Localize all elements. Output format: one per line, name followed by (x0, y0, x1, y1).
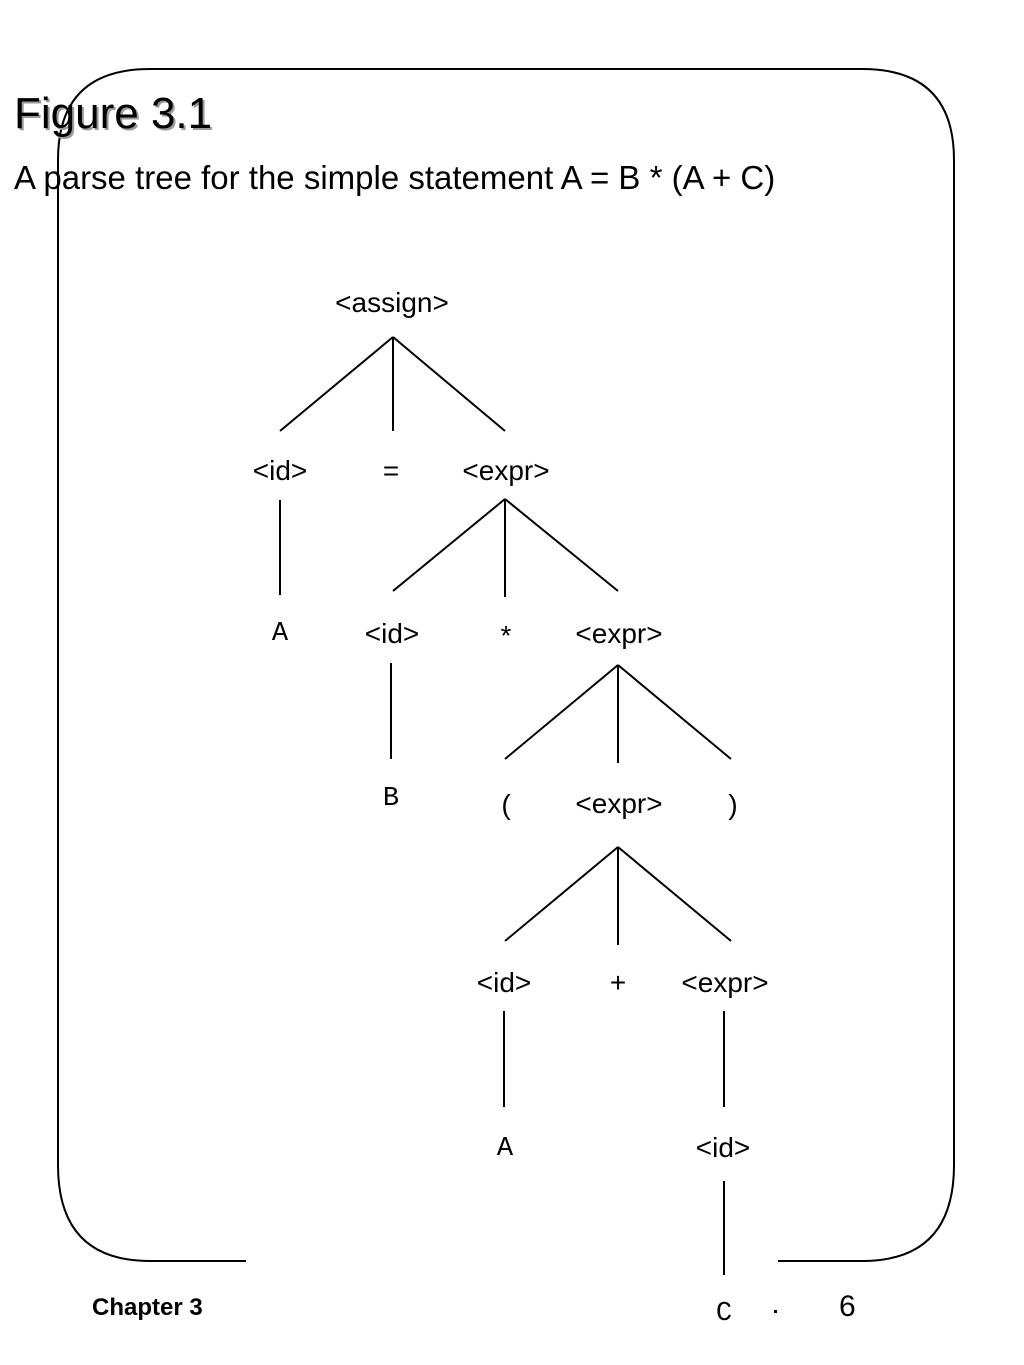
node-terminal-B: B (383, 784, 399, 814)
node-star: * (501, 620, 512, 651)
node-assign: <assign> (335, 287, 449, 318)
edge-assign-expr (392, 336, 506, 432)
node-terminal-A: A (272, 619, 289, 649)
node-lparen: ( (501, 789, 511, 820)
edge-expr-lparen (504, 664, 619, 760)
node-id: <id> (477, 967, 532, 998)
node-equals: = (383, 455, 399, 486)
footer-dot (774, 1310, 777, 1313)
edge-expr-id (392, 498, 506, 592)
edge-expr-expr (504, 498, 619, 592)
node-expr: <expr> (575, 618, 662, 649)
node-plus: + (610, 967, 626, 998)
node-terminal-A: A (497, 1134, 514, 1164)
node-id: <id> (253, 455, 308, 486)
page-number: 6 (839, 1290, 856, 1323)
edge-expr-rparen (617, 664, 732, 760)
figure-caption: A parse tree for the simple statement A … (14, 159, 776, 196)
node-rparen: ) (728, 789, 737, 820)
footer-chapter-label: Chapter 3 (92, 1294, 203, 1321)
node-id: <id> (696, 1132, 751, 1163)
edge-expr-id-inner (504, 846, 619, 942)
figure-title: Figure 3.1 (14, 89, 213, 138)
edge-assign-id (279, 336, 394, 432)
node-expr: <expr> (575, 788, 662, 819)
node-expr: <expr> (462, 455, 549, 486)
edge-expr-expr-last (617, 846, 732, 942)
node-id: <id> (365, 618, 420, 649)
tree-nodes: <assign> <id> = <expr> A <id> * <expr> B… (253, 287, 769, 1329)
node-expr: <expr> (681, 967, 768, 998)
node-terminal-C: C (716, 1299, 732, 1329)
tree-edges (279, 336, 732, 1275)
border-outline (57, 68, 955, 1262)
